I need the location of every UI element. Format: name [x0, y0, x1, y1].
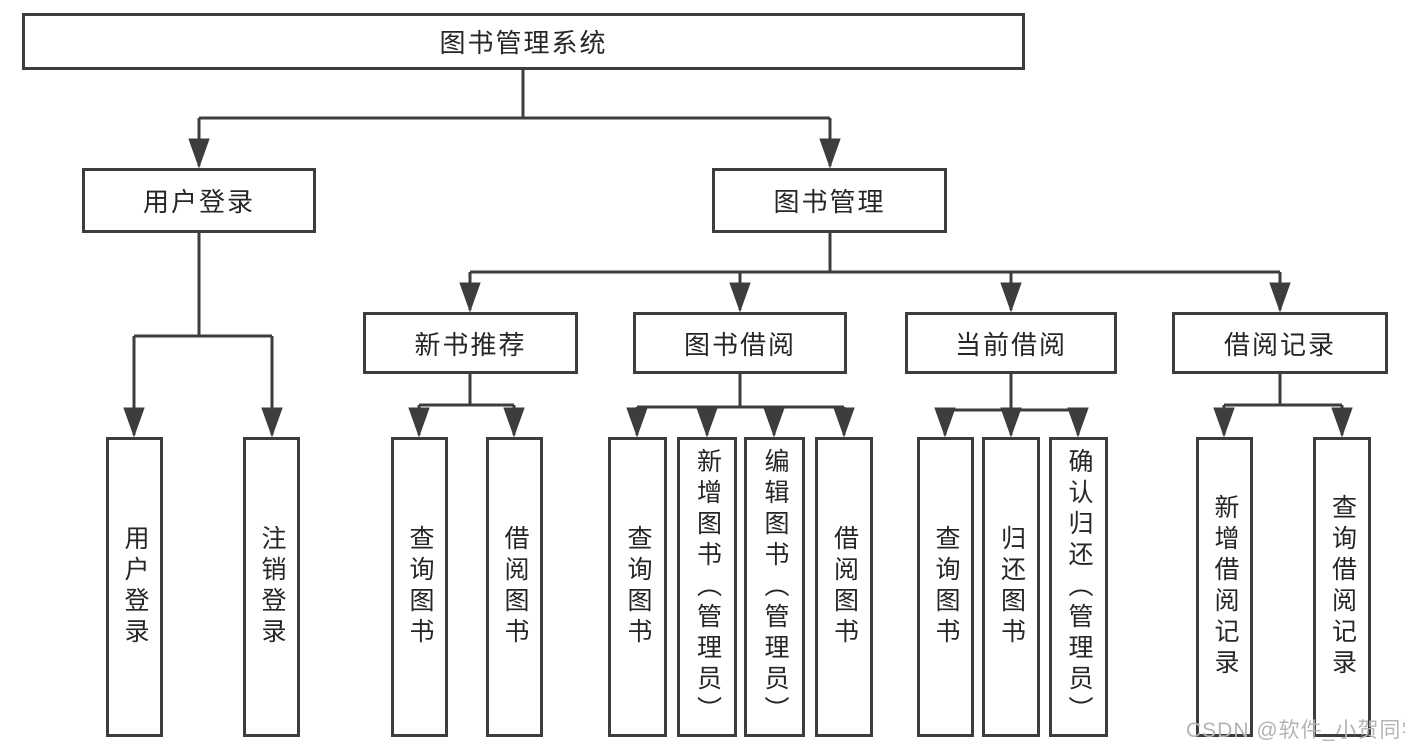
node-user-login: 用户登录	[82, 168, 316, 233]
node-current-borrow: 当前借阅	[905, 312, 1117, 374]
node-leaf-user-login: 用户登录	[106, 437, 163, 737]
node-leaf-logout: 注销登录	[243, 437, 300, 737]
node-leaf-rec-borrow-book: 借阅图书	[486, 437, 543, 737]
node-leaf-bb-edit-book: 编辑图书（管理员）	[744, 437, 805, 737]
node-leaf-rec-query-book: 查询图书	[391, 437, 448, 737]
node-leaf-bb-query-book: 查询图书	[608, 437, 667, 737]
node-leaf-cb-return-book: 归还图书	[982, 437, 1040, 737]
node-leaf-cb-confirm-return: 确认归还（管理员）	[1049, 437, 1108, 737]
csdn-watermark: CSDN @软件_小贺同学	[1186, 719, 1405, 742]
node-book-borrow: 图书借阅	[633, 312, 847, 374]
node-new-book-rec: 新书推荐	[363, 312, 578, 374]
node-root: 图书管理系统	[22, 13, 1025, 70]
node-leaf-bb-borrow-book: 借阅图书	[815, 437, 873, 737]
node-book-mgmt: 图书管理	[712, 168, 947, 233]
node-leaf-br-query-record: 查询借阅记录	[1313, 437, 1371, 737]
node-leaf-bb-add-book: 新增图书（管理员）	[677, 437, 737, 737]
node-leaf-cb-query-book: 查询图书	[917, 437, 974, 737]
node-leaf-br-add-record: 新增借阅记录	[1196, 437, 1253, 737]
node-borrow-record: 借阅记录	[1172, 312, 1388, 374]
